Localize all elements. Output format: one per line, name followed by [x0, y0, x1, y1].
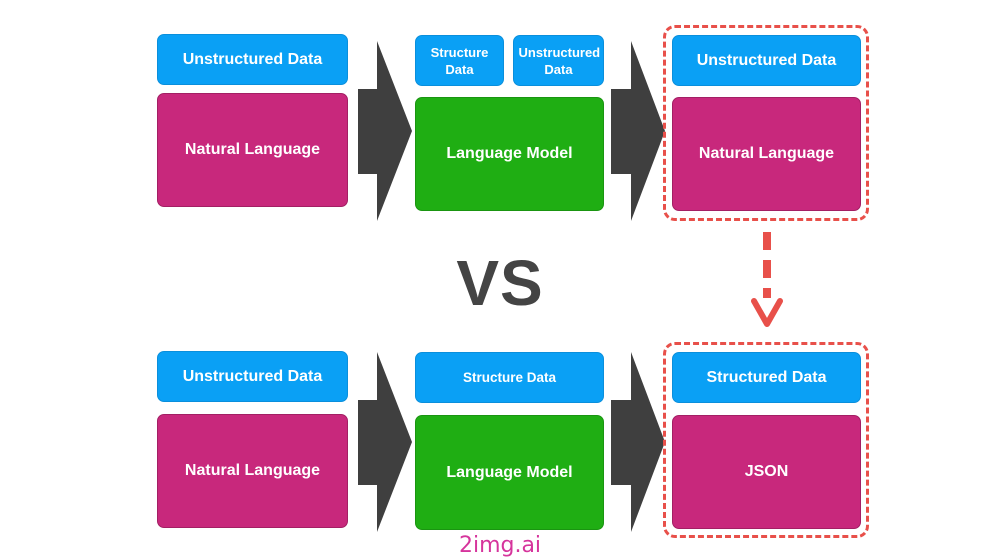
top-input-language-label: Natural Language	[184, 141, 321, 158]
top-output-highlight	[663, 25, 869, 221]
bottom-input-language-label: Natural Language	[184, 462, 321, 479]
top-output-language-box: Natural Language	[672, 97, 861, 211]
bottom-model-input-box: Structure Data	[415, 352, 604, 403]
top-arrow-1-icon	[358, 41, 412, 221]
top-model-input-2-box: Unstructured Data	[513, 35, 604, 86]
top-output-data-label: Unstructured Data	[696, 51, 837, 69]
vs-divider: VS	[456, 247, 544, 319]
bottom-output-highlight	[663, 342, 869, 538]
top-output-language-label: Natural Language	[698, 145, 835, 162]
bottom-language-model-box: Language Model	[415, 415, 604, 530]
top-input-data-label: Unstructured Data	[182, 50, 323, 68]
bottom-arrow-2-icon	[611, 352, 665, 532]
bottom-output-format-label: JSON	[744, 463, 789, 480]
bottom-input-language-box: Natural Language	[157, 414, 348, 528]
bottom-language-model-label: Language Model	[446, 463, 573, 481]
watermark: 2img.ai	[458, 532, 542, 558]
top-arrow-2-icon	[611, 41, 665, 221]
bottom-arrow-1-icon	[358, 352, 412, 532]
top-input-data-box: Unstructured Data	[157, 34, 348, 85]
top-model-input-1-label: Structure Data	[430, 44, 489, 77]
top-language-model-label: Language Model	[446, 145, 573, 162]
top-output-data-box: Unstructured Data	[672, 35, 861, 86]
bottom-output-data-label: Structured Data	[706, 368, 827, 386]
top-model-input-2-label: Unstructured Data	[518, 44, 601, 77]
bottom-model-input-label: Structure Data	[462, 370, 557, 385]
bottom-output-format-box: JSON	[672, 415, 861, 529]
top-input-language-box: Natural Language	[157, 93, 348, 207]
bottom-input-data-label: Unstructured Data	[182, 367, 323, 385]
dashed-down-arrow-icon	[751, 232, 783, 327]
top-language-model-box: Language Model	[415, 97, 604, 211]
top-model-input-1-box: Structure Data	[415, 35, 504, 86]
bottom-input-data-box: Unstructured Data	[157, 351, 348, 402]
bottom-output-data-box: Structured Data	[672, 352, 861, 403]
